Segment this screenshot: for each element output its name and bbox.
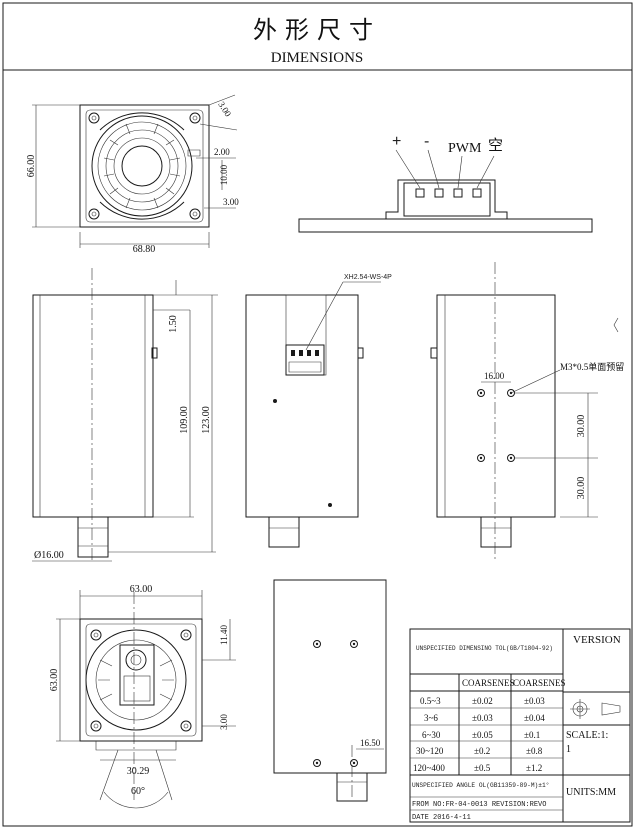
- top-fan-view: 66.00 68.80 3.00 2.00 10.00 3.00: [26, 94, 239, 255]
- tb-row-c2: ±0.8: [526, 746, 543, 756]
- tb-units: UNITS:MM: [566, 787, 616, 798]
- face-hole-icon: [313, 640, 358, 767]
- tb-header: UNSPECIFIED DIMENSINO TOL(GB/T1804-92): [416, 645, 553, 652]
- projection-symbol-icon: [570, 699, 621, 719]
- dim-left-b: 109.00: [179, 406, 190, 434]
- dim-top-d2: 10.00: [219, 164, 229, 185]
- bottom-right-view: 16.50: [273, 579, 387, 802]
- corner-screw-icon: [88, 112, 201, 220]
- shaft-bottom: [336, 772, 368, 802]
- shaft-left: [77, 516, 109, 558]
- bottom-screw-icon: [90, 629, 192, 732]
- tb-scale-value: 1: [566, 744, 571, 755]
- tb-row-range: 120~400: [413, 763, 445, 773]
- tb-row-c1: ±0.02: [472, 696, 493, 706]
- tb-from-no: FROM NO:FR-04-0013 REVISION:REVO: [412, 801, 546, 809]
- tb-row-range: 30~120: [416, 746, 444, 756]
- side-connector-housing: [285, 344, 325, 376]
- dim-right-b: 30.00: [576, 415, 587, 438]
- dim-bottom-angle: 60°: [131, 786, 145, 797]
- title-english: DIMENSIONS: [271, 50, 364, 66]
- pin-label-plus: +: [392, 133, 401, 150]
- tb-col1: COARSENES: [462, 678, 515, 688]
- tb-version: VERSION: [573, 634, 621, 646]
- title-block: UNSPECIFIED DIMENSINO TOL(GB/T1804-92) C…: [409, 628, 631, 823]
- dim-bottom-f: 3.00: [219, 714, 229, 730]
- dim-bottom-height: 63.00: [49, 669, 60, 692]
- tb-row-c2: ±1.2: [526, 763, 542, 773]
- hole-label: M3*0.5单面预留: [560, 361, 624, 372]
- mount-hole-icon: [477, 389, 515, 462]
- side-right-view: 16.00 M3*0.5单面预留 30.00 30.00: [430, 262, 624, 560]
- shaft-right: [480, 516, 512, 548]
- dim-right-c: 30.00: [576, 477, 587, 500]
- tb-row-range: 6~30: [422, 730, 441, 740]
- bottom-view: 63.00 63.00 11.40 3.00 30.29 60°: [49, 584, 236, 809]
- pin-label-minus: -: [424, 133, 429, 150]
- dim-bottom-g: 30.29: [127, 766, 150, 777]
- tb-row-c1: ±0.5: [474, 763, 491, 773]
- shaft-middle: [268, 516, 300, 548]
- tb-row-range: 3~6: [424, 713, 438, 723]
- dim-left-d: Ø16.00: [34, 550, 64, 561]
- dim-top-height: 66.00: [26, 155, 37, 178]
- connector-housing: [403, 182, 491, 217]
- dim-bottom-e: 11.40: [219, 625, 229, 645]
- title-chinese: 外形尺寸: [253, 17, 381, 44]
- tb-row-c2: ±0.1: [524, 730, 540, 740]
- tb-scale: SCALE:1:: [566, 730, 608, 741]
- tb-row-c2: ±0.03: [524, 696, 545, 706]
- dim-top-d1: 2.00: [214, 147, 230, 157]
- fan-outer-ring: [91, 115, 193, 217]
- tb-col2: COARSENES: [513, 678, 566, 688]
- pin-label-empty: 空: [488, 137, 503, 154]
- tb-row-range: 0.5~3: [420, 696, 441, 706]
- dim-top-gap: 3.00: [216, 100, 233, 119]
- tb-row-c1: ±0.05: [472, 730, 493, 740]
- tb-row-c1: ±0.03: [472, 713, 493, 723]
- dim-left-a: 1.50: [168, 315, 179, 333]
- side-left-view: 1.50 109.00 123.00 Ø16.00: [32, 268, 218, 562]
- bottom-fan-ring: [85, 629, 187, 731]
- connector-pin-icon: [415, 188, 482, 198]
- dim-top-d3: 3.00: [223, 197, 239, 207]
- tb-row-c1: ±0.2: [474, 746, 490, 756]
- fan-hub: [121, 145, 163, 187]
- tb-date: DATE 2016-4-11: [412, 814, 471, 822]
- dim-top-width: 68.80: [133, 244, 156, 255]
- bottom-hub: [125, 649, 147, 671]
- dim-br-a: 16.50: [360, 738, 381, 748]
- side-connector-label: XH2.54-WS-4P: [344, 274, 392, 281]
- dim-left-c: 123.00: [201, 406, 212, 434]
- pin-label-pwm: PWM: [448, 141, 482, 156]
- dim-right-a: 16.00: [484, 371, 505, 381]
- tb-row-c2: ±0.04: [524, 713, 545, 723]
- side-middle-view: XH2.54-WS-4P: [245, 274, 392, 548]
- dim-bottom-width: 63.00: [130, 584, 153, 595]
- tb-angle-tol: UNSPECIFIED ANGLE OL(GB11359-89-M)±1°: [412, 782, 549, 789]
- connector-view: + - PWM 空: [298, 133, 593, 233]
